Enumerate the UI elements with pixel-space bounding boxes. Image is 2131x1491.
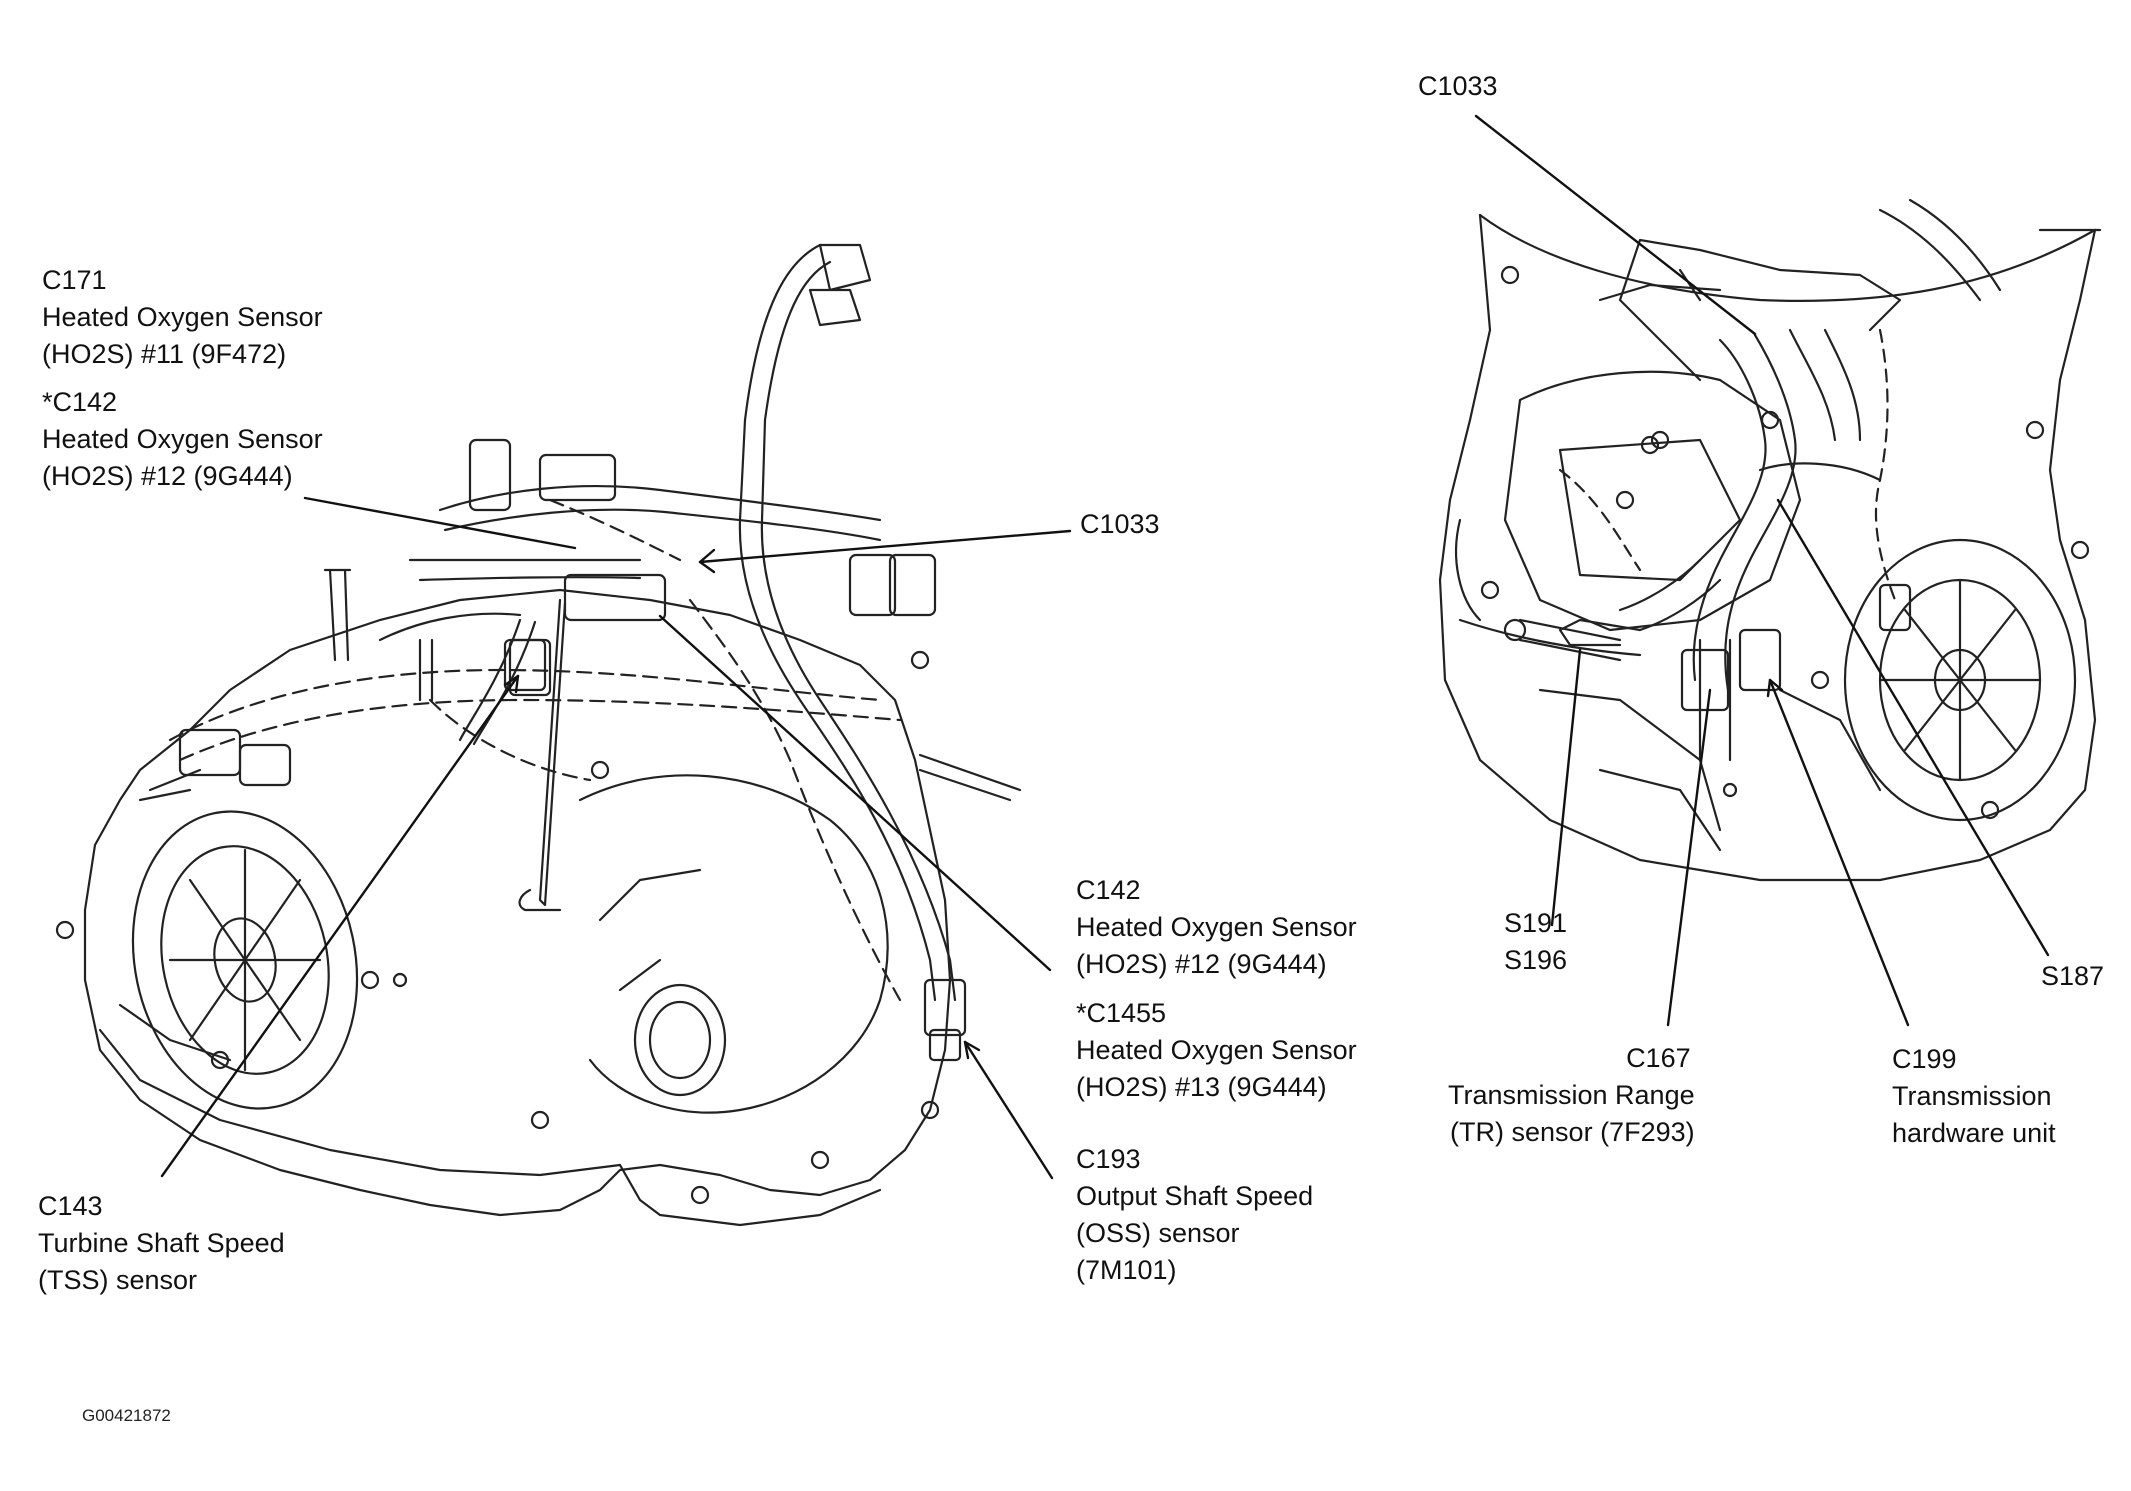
label-s191: S191: [1504, 908, 1568, 938]
label-c1455: *C1455 Heated Oxygen Sensor (HO2S) #13 (…: [1076, 995, 1357, 1106]
leader-lines: [160, 114, 2050, 1180]
label-c1033-right-id: C1033: [1418, 71, 1498, 101]
label-c193-line3: (7M101): [1076, 1255, 1177, 1285]
label-c167-id: C167: [1626, 1043, 1691, 1073]
label-c167-line1: Transmission Range: [1448, 1080, 1695, 1110]
leader-c167: [1666, 688, 1712, 1027]
label-c1455-line1: Heated Oxygen Sensor: [1076, 1035, 1357, 1065]
label-c171-id: C171: [42, 265, 107, 295]
label-c193-id: C193: [1076, 1144, 1141, 1174]
leader-c1033-right: [1474, 114, 1757, 336]
label-c142-star-line1: Heated Oxygen Sensor: [42, 424, 323, 454]
label-c1033-left-id: C1033: [1080, 509, 1160, 539]
label-c142-line2: (HO2S) #12 (9G444): [1076, 949, 1327, 979]
leader-c199: [1768, 678, 1910, 1027]
leader-c142-right: [658, 614, 1052, 972]
label-c1455-id: *C1455: [1076, 998, 1167, 1028]
label-c142-star-id: *C142: [42, 387, 118, 417]
label-c143-line2: (TSS) sensor: [38, 1265, 198, 1295]
leader-c142-star: [303, 496, 577, 550]
label-s191-s196: S191 S196: [1504, 905, 1567, 979]
label-s187: S187: [2041, 958, 2104, 995]
label-c1033-left: C1033: [1080, 506, 1160, 543]
figure-code: G00421872: [82, 1406, 171, 1425]
label-c171: C171 Heated Oxygen Sensor (HO2S) #11 (9F…: [42, 262, 323, 373]
label-c199-line1: Transmission: [1892, 1081, 2052, 1111]
label-c142: C142 Heated Oxygen Sensor (HO2S) #12 (9G…: [1076, 872, 1357, 983]
leader-c193: [963, 1040, 1054, 1180]
label-c1033-right: C1033: [1418, 68, 1498, 105]
label-c193-line2: (OSS) sensor: [1076, 1218, 1240, 1248]
label-c167-line2: (TR) sensor (7F293): [1450, 1117, 1695, 1147]
label-c167: C167 Transmission Range (TR) sensor (7F2…: [1448, 1040, 1695, 1151]
label-c143: C143 Turbine Shaft Speed (TSS) sensor: [38, 1188, 285, 1299]
label-c171-line1: Heated Oxygen Sensor: [42, 302, 323, 332]
label-c142-star: *C142 Heated Oxygen Sensor (HO2S) #12 (9…: [42, 384, 323, 495]
label-s196: S196: [1504, 945, 1568, 975]
label-c199-line2: hardware unit: [1892, 1118, 2056, 1148]
leader-s191: [1550, 648, 1582, 927]
label-c171-line2: (HO2S) #11 (9F472): [42, 339, 287, 369]
label-c1455-line2: (HO2S) #13 (9G444): [1076, 1072, 1327, 1102]
label-c142-id: C142: [1076, 875, 1141, 905]
label-c193-line1: Output Shaft Speed: [1076, 1181, 1314, 1211]
label-c199-id: C199: [1892, 1044, 1957, 1074]
label-c142-line1: Heated Oxygen Sensor: [1076, 912, 1357, 942]
right-transaxle-drawing: [1438, 198, 2102, 882]
label-s187-id: S187: [2041, 961, 2105, 991]
label-c143-line1: Turbine Shaft Speed: [38, 1228, 285, 1258]
label-c193: C193 Output Shaft Speed (OSS) sensor (7M…: [1076, 1141, 1313, 1289]
left-transaxle-drawing: [55, 243, 1022, 1227]
leader-s187: [1776, 498, 2050, 957]
leader-c1033-left: [698, 529, 1072, 564]
leader-c143: [160, 674, 520, 1178]
label-c143-id: C143: [38, 1191, 103, 1221]
label-c142-star-line2: (HO2S) #12 (9G444): [42, 461, 293, 491]
label-c199: C199 Transmission hardware unit: [1892, 1041, 2056, 1152]
